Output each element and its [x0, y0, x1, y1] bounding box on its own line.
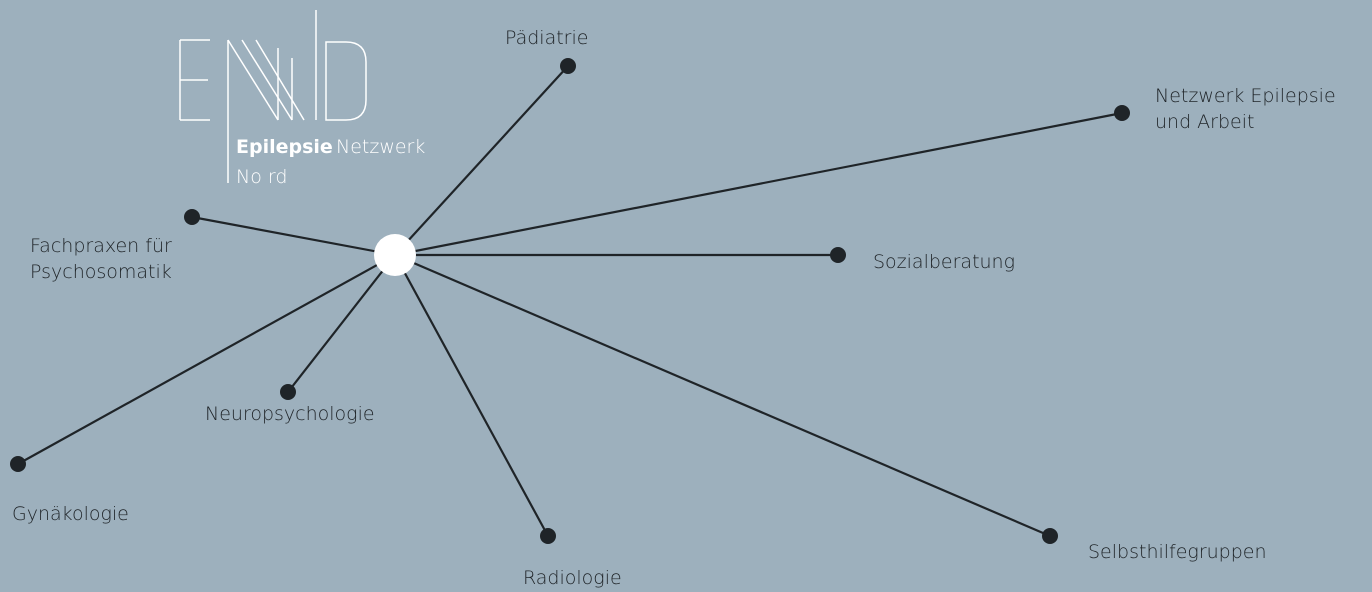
node-label-line: Fachpraxen für — [30, 235, 172, 257]
node-label-line: Neuropsychologie — [205, 403, 375, 425]
node-label-sozialberatung: Sozialberatung — [873, 250, 1015, 276]
node-label-selbsthilfegruppen: Selbsthilfegruppen — [1088, 540, 1267, 566]
node-label-line: Pädiatrie — [505, 27, 589, 49]
node-dot-neuropsychologie — [280, 384, 296, 400]
edge-fachpraxen-psychosomatik — [191, 215, 396, 257]
node-dot-fachpraxen-psychosomatik — [184, 209, 200, 225]
node-label-line: und Arbeit — [1155, 110, 1255, 133]
edge-netzwerk-epilepsie-arbeit — [394, 111, 1123, 257]
node-label-line: Psychosomatik — [30, 260, 172, 283]
enno-logo-mark — [179, 10, 367, 183]
node-label-line: Sozialberatung — [873, 251, 1015, 273]
node-label-netzwerk-epilepsie-arbeit: Netzwerk Epilepsie und Arbeit — [1155, 84, 1336, 135]
node-dot-sozialberatung — [830, 247, 846, 263]
node-label-gynaekologie: Gynäkologie — [12, 502, 129, 528]
logo-word-epilepsie: Epilepsie — [236, 136, 333, 158]
edge-radiologie — [394, 254, 549, 537]
node-label-line: Netzwerk Epilepsie — [1155, 85, 1336, 107]
node-label-line: Gynäkologie — [12, 503, 129, 525]
edge-neuropsychologie — [287, 254, 396, 393]
node-label-paediatrie: Pädiatrie — [505, 26, 588, 52]
node-dot-netzwerk-epilepsie-arbeit — [1114, 105, 1130, 121]
node-label-neuropsychologie: Neuropsychologie — [205, 402, 375, 428]
logo-word-netzwerk: Netzwerk — [336, 136, 426, 158]
edge-paediatrie — [394, 65, 569, 256]
node-label-line: Selbsthilfegruppen — [1088, 541, 1267, 563]
node-dot-radiologie — [540, 528, 556, 544]
enno-logo: Epilepsie Netzwerk No rd — [170, 8, 460, 198]
node-dot-selbsthilfegruppen — [1042, 528, 1058, 544]
node-label-radiologie: Radiologie — [523, 566, 622, 592]
node-dot-gynaekologie — [10, 456, 26, 472]
node-label-line: Radiologie — [523, 567, 622, 589]
edge-gynaekologie — [17, 254, 396, 465]
node-dot-paediatrie — [560, 58, 576, 74]
edge-selbsthilfegruppen — [394, 253, 1051, 538]
logo-word-nord: No rd — [236, 166, 288, 188]
network-hub — [374, 234, 416, 276]
